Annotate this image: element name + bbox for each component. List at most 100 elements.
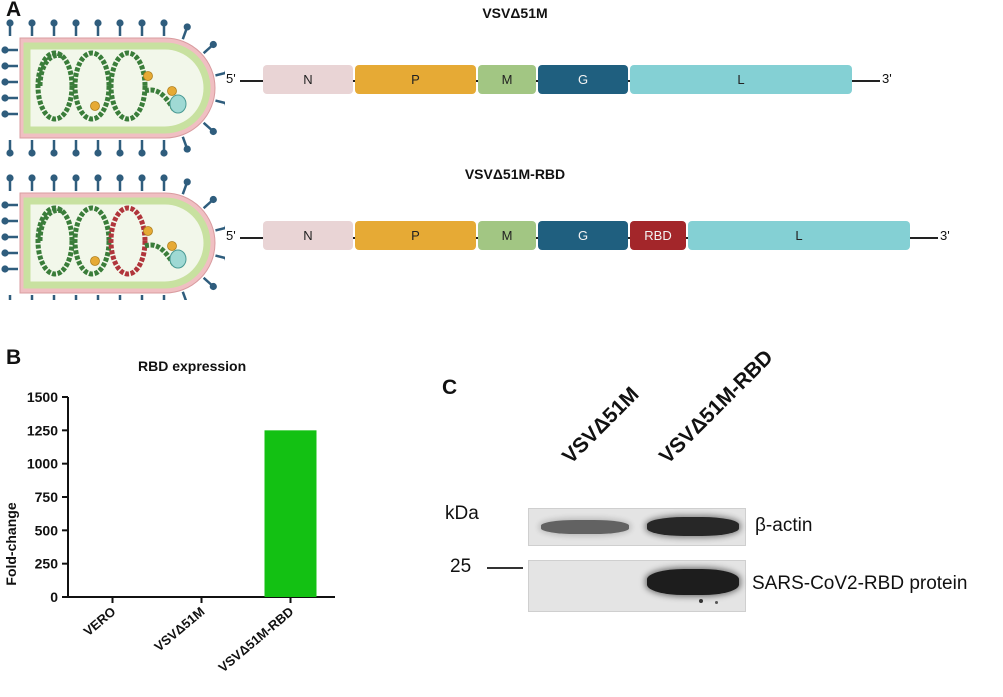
l-protein <box>169 94 187 114</box>
blot-speck <box>699 599 703 603</box>
y-tick-label: 500 <box>35 522 59 538</box>
rna-coil <box>108 50 148 122</box>
polymerase-dot <box>167 241 177 251</box>
three-prime-label-1: 3' <box>882 71 892 86</box>
l-protein <box>169 249 187 269</box>
spike-head <box>160 19 168 27</box>
spike-head <box>1 233 9 241</box>
spike-head <box>138 174 146 182</box>
spike-head <box>209 40 217 49</box>
gene-n-1: N <box>263 65 353 94</box>
marker-25-tick <box>487 567 523 569</box>
gene-n-2: N <box>263 221 353 250</box>
rna-coil-rbd <box>108 205 148 277</box>
spike-head <box>50 19 58 27</box>
spike-head <box>138 19 146 27</box>
band-rbd-lane2 <box>647 569 739 595</box>
spike-head <box>28 19 36 27</box>
rna-coil-end <box>37 52 63 87</box>
virion-matrix <box>23 197 211 289</box>
y-tick-label: 1250 <box>27 422 58 438</box>
five-prime-label-2: 5' <box>226 228 236 243</box>
three-prime-label-2: 3' <box>940 228 950 243</box>
spike-head <box>1 110 9 118</box>
spike-head <box>6 174 14 182</box>
gene-p-2: P <box>355 221 476 250</box>
chart-title: RBD expression <box>138 358 247 374</box>
row-label-actin: β-actin <box>755 515 813 536</box>
polymerase-dot <box>90 256 100 266</box>
spike-head <box>94 149 102 157</box>
marker-25-label: 25 <box>450 556 472 577</box>
spike-head <box>209 282 217 291</box>
spike-head <box>224 70 225 75</box>
construct-title-2: VSVΔ51M-RBD <box>464 166 566 182</box>
gene-l-2: L <box>688 221 910 250</box>
polymerase-dot <box>90 101 100 111</box>
spike-stem <box>215 99 225 105</box>
spike-head <box>6 19 14 27</box>
construct-title-1: VSVΔ51M <box>482 5 548 21</box>
gene-m-1: M <box>478 65 536 94</box>
gene-p-1: P <box>355 65 476 94</box>
spike-head <box>224 256 225 261</box>
spike-head <box>116 19 124 27</box>
bar-2 <box>264 430 317 597</box>
spike-head <box>1 249 9 257</box>
y-tick-label: 750 <box>35 489 59 505</box>
spike-head <box>183 145 191 153</box>
spike-head <box>72 174 80 182</box>
gene-g-1: G <box>538 65 628 94</box>
spike-head <box>183 178 191 186</box>
lane-label-1: VSVΔ51M <box>558 382 644 469</box>
gene-g-2: G <box>538 221 628 250</box>
panel-label-a: A <box>6 0 22 21</box>
spike-stem <box>215 71 225 77</box>
polymerase-dot <box>143 226 153 236</box>
spike-head <box>28 174 36 182</box>
gene-l-1: L <box>630 65 852 94</box>
gene-rbd-2: RBD <box>630 221 686 250</box>
gene-m-2: M <box>478 221 536 250</box>
rna-coil-end <box>37 207 63 242</box>
spike-head <box>160 174 168 182</box>
spike-head <box>1 62 9 70</box>
y-tick-label: 0 <box>50 589 58 605</box>
spike-head <box>1 201 9 209</box>
panel-label-c: C <box>442 376 458 399</box>
spike-head <box>1 46 9 54</box>
spike-head <box>209 195 217 204</box>
five-prime-label-1: 5' <box>226 71 236 86</box>
spike-stem <box>181 291 188 300</box>
spike-head <box>94 19 102 27</box>
y-tick-label: 250 <box>35 556 59 572</box>
spike-head <box>1 265 9 273</box>
spike-head <box>72 149 80 157</box>
spike-head <box>160 149 168 157</box>
spike-head <box>138 149 146 157</box>
spike-stem <box>215 226 225 232</box>
blot-speck <box>715 601 718 604</box>
spike-head <box>28 149 36 157</box>
spike-stem <box>215 254 225 260</box>
band-actin-lane1 <box>541 520 629 534</box>
spike-head <box>116 149 124 157</box>
y-axis-label: Fold-change <box>3 502 19 585</box>
spike-head <box>50 149 58 157</box>
polymerase-dot <box>167 86 177 96</box>
spike-head <box>1 78 9 86</box>
lane-label-2: VSVΔ51M-RBD <box>655 345 778 469</box>
band-actin-lane2 <box>647 517 739 536</box>
blot-strip-actin <box>528 508 746 546</box>
x-tick-label: VSVΔ51M <box>151 604 207 654</box>
spike-head <box>1 94 9 102</box>
spike-head <box>183 23 191 31</box>
kda-label: kDa <box>445 503 479 524</box>
spike-head <box>209 127 217 136</box>
spike-head <box>6 149 14 157</box>
polymerase-dot <box>143 71 153 81</box>
panel-label-b: B <box>6 346 22 369</box>
spike-head <box>116 174 124 182</box>
spike-head <box>224 101 225 106</box>
